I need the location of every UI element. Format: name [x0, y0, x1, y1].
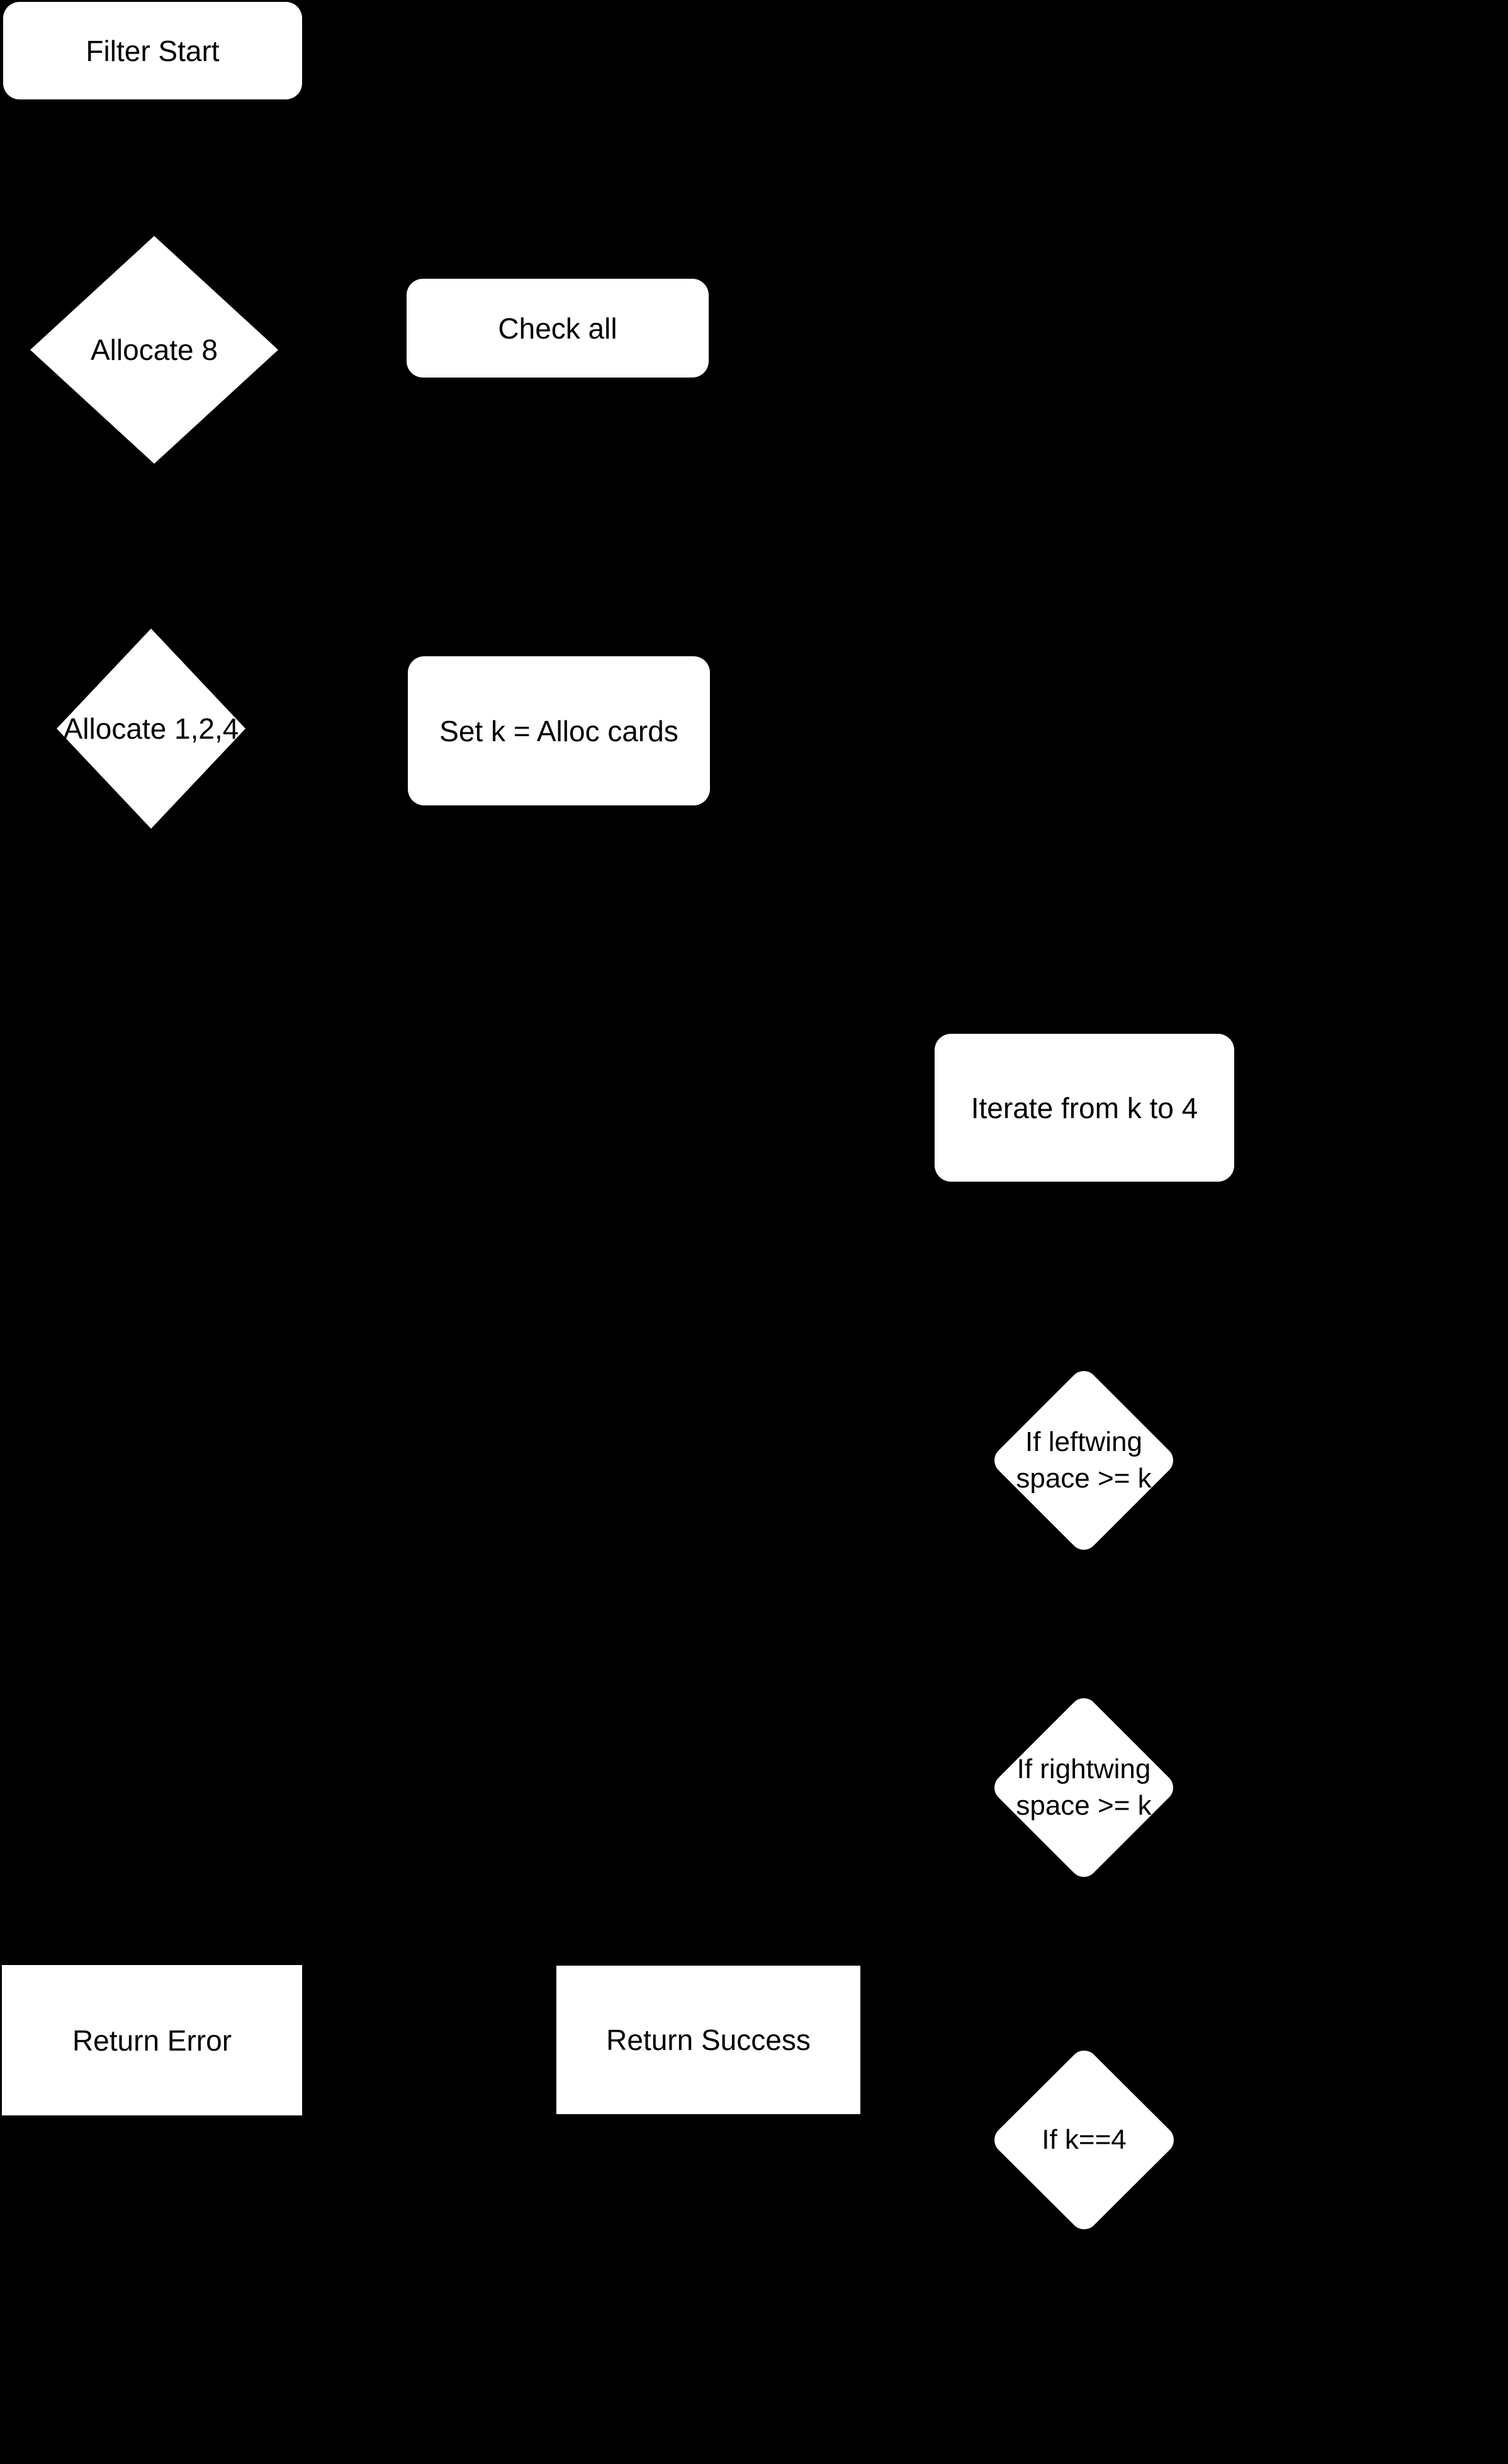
node-if-rightwing-label: If rightwing space >= k — [1016, 1751, 1151, 1824]
node-allocate-8: Allocate 8 — [30, 236, 278, 464]
node-return-error-label: Return Error — [72, 2024, 232, 2057]
node-if-rightwing-line1: If rightwing — [1016, 1754, 1151, 1784]
node-filter-start-label: Filter Start — [86, 34, 220, 67]
node-if-leftwing: If leftwing space >= k — [993, 1370, 1174, 1551]
node-if-leftwing-line1: If leftwing — [1025, 1426, 1142, 1457]
node-check-all-label: Check all — [498, 311, 617, 345]
node-if-leftwing-label: If leftwing space >= k — [1016, 1424, 1151, 1497]
node-allocate-8-label: Allocate 8 — [90, 333, 218, 366]
diamond-shape — [30, 236, 278, 464]
node-allocate-124: Allocate 1,2,4 — [57, 629, 245, 829]
rounded-diamond-shape — [994, 1371, 1173, 1550]
node-if-k4: If k==4 — [993, 2049, 1175, 2231]
node-allocate-124-label: Allocate 1,2,4 — [63, 712, 239, 745]
node-if-rightwing: If rightwing space >= k — [993, 1697, 1174, 1878]
rounded-diamond-shape — [994, 1698, 1173, 1877]
node-iterate: Iterate from k to 4 — [935, 1034, 1234, 1182]
node-set-k-label: Set k = Alloc cards — [439, 714, 678, 748]
node-return-success: Return Success — [556, 1966, 860, 2114]
rounded-diamond-shape — [994, 2051, 1174, 2229]
diamond-shape — [57, 629, 245, 829]
node-if-leftwing-line2: space >= k — [1016, 1463, 1152, 1494]
node-if-rightwing-line2: space >= k — [1016, 1790, 1152, 1821]
node-set-k: Set k = Alloc cards — [408, 656, 710, 805]
node-if-k4-label: If k==4 — [1042, 2124, 1127, 2155]
node-return-success-label: Return Success — [606, 2024, 811, 2056]
node-return-error: Return Error — [2, 1965, 302, 2115]
node-filter-start: Filter Start — [3, 2, 302, 99]
node-iterate-label: Iterate from k to 4 — [971, 1091, 1198, 1124]
node-check-all: Check all — [407, 279, 709, 378]
